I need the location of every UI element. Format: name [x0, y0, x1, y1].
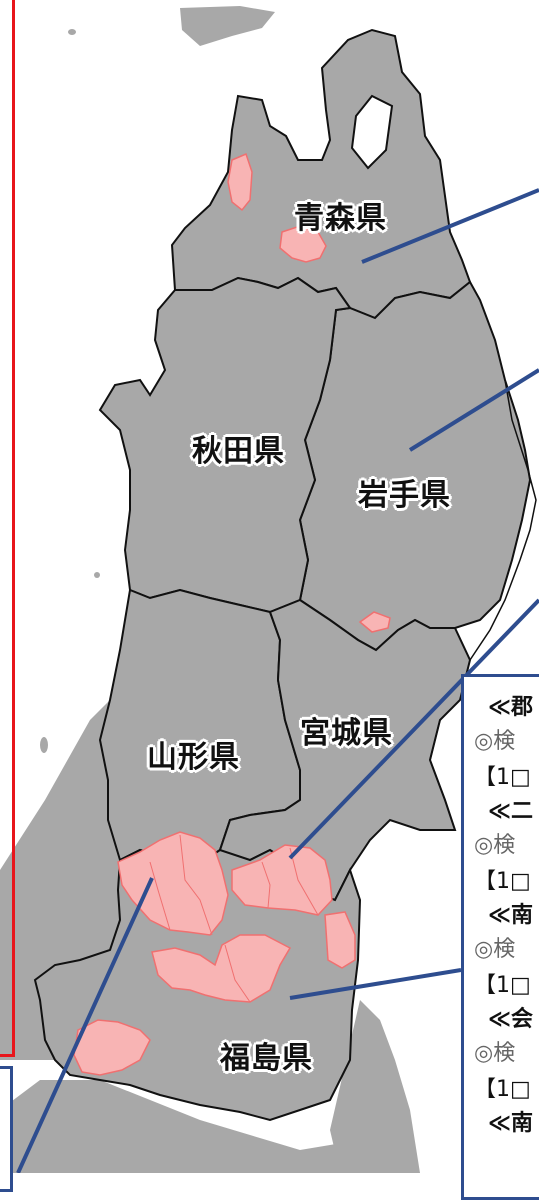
leader-miyagi	[288, 598, 539, 860]
island	[40, 737, 48, 753]
highlight-fukushima-central	[151, 934, 292, 1003]
info-line: 【1□	[474, 765, 531, 790]
info-line: ≪会	[488, 1007, 534, 1032]
label-aomori: 青森県	[294, 201, 387, 236]
kanto-landmass	[0, 1080, 420, 1173]
info-line: ◎検	[474, 1041, 516, 1066]
right-info-box: ≪郡 ◎検 【1□ ≪二 ◎検 【1□ ≪南 ◎検 【1□ ≪会 ◎検 【1□ …	[461, 674, 539, 1200]
info-line: ≪二	[488, 799, 534, 824]
info-line: 【1□	[474, 869, 531, 894]
info-line: ◎検	[474, 833, 516, 858]
info-line: 【1□	[474, 1077, 531, 1102]
label-iwate: 岩手県	[358, 478, 451, 513]
prefecture-iwate	[298, 280, 532, 652]
info-line: ◎検	[474, 937, 516, 962]
municipal-borders	[149, 834, 319, 1003]
highlight-iwate-south	[358, 611, 391, 633]
info-line: ◎検	[474, 729, 516, 754]
highlight-yamagata-south	[117, 831, 229, 936]
highlighted-areas	[73, 152, 391, 1076]
label-fukushima: 福島県	[220, 1041, 313, 1076]
sanriku-coastline	[429, 379, 537, 801]
label-yamagata: 山形県	[147, 740, 240, 775]
prefecture-miyagi	[218, 598, 472, 902]
info-line: ≪南	[488, 1111, 534, 1136]
highlight-aomori-towada	[279, 225, 327, 263]
left-bottom-info-box	[0, 1066, 13, 1192]
label-miyagi: 宮城県	[300, 716, 393, 751]
highlight-aomori-west	[227, 152, 253, 212]
leader-lines	[16, 188, 539, 1173]
highlight-fukushima-east	[324, 911, 356, 969]
label-akita: 秋田県	[192, 434, 285, 469]
left-red-frame	[0, 0, 15, 1057]
highlight-miyagi-south	[231, 844, 333, 916]
info-line: 【1□	[474, 973, 531, 998]
leader-yamagata	[16, 877, 154, 1173]
prefecture-aomori	[170, 28, 472, 320]
highlight-fukushima-aizu	[73, 1019, 151, 1076]
ibaraki-landmass	[330, 1000, 420, 1173]
info-line: ≪南	[488, 903, 534, 928]
island	[68, 29, 76, 35]
info-line: ≪郡	[488, 695, 534, 720]
hokkaido-landmass	[180, 6, 275, 46]
tohoku-map	[0, 6, 539, 1173]
leader-iwate	[408, 368, 539, 452]
leader-aomori	[361, 188, 539, 264]
leader-fukushima	[289, 968, 462, 1000]
island	[94, 572, 100, 578]
